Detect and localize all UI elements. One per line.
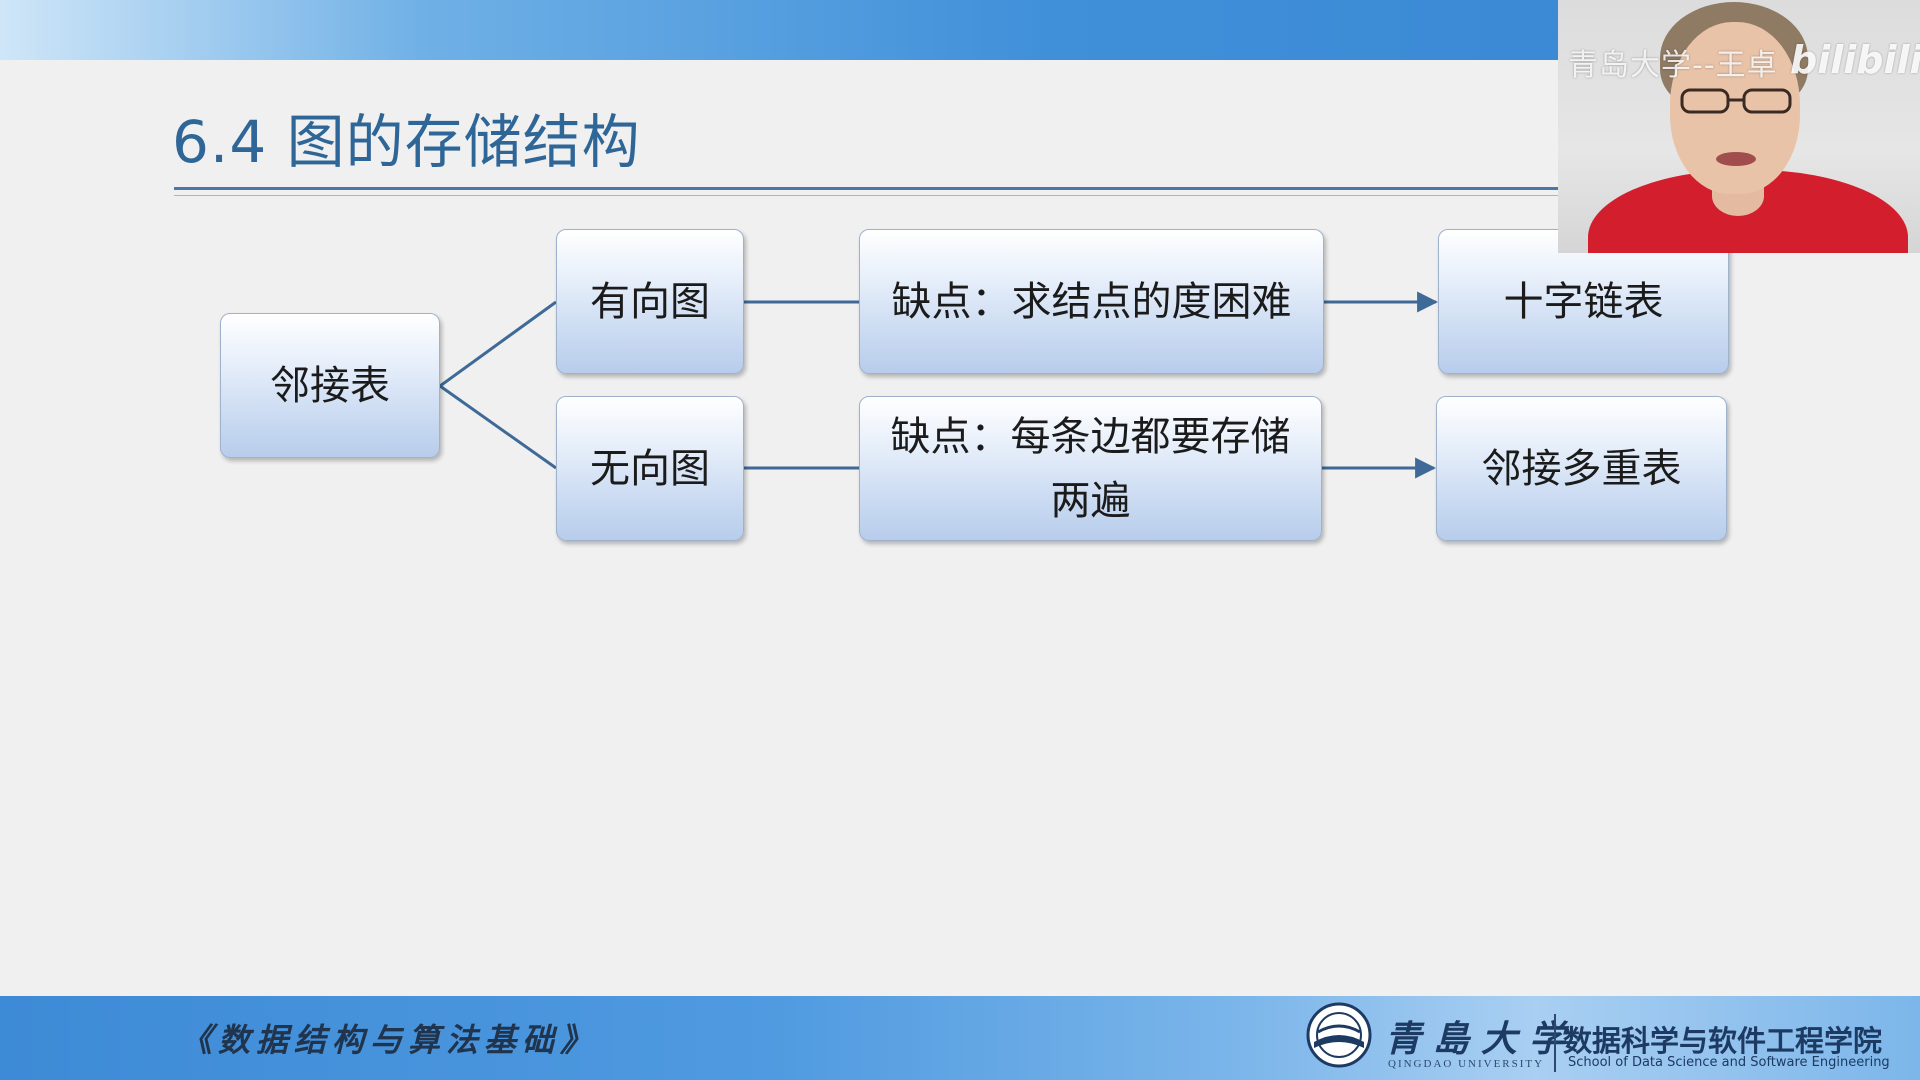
webcam-watermark: 青岛大学--王卓 (1568, 48, 1778, 83)
university-name-cn: 青島大学 (1385, 1018, 1578, 1060)
glasses-icon (1680, 88, 1792, 114)
node-undirected-graph: 无向图 (556, 396, 744, 541)
university-seal-icon (1306, 1002, 1372, 1068)
node-directed-graph: 有向图 (556, 229, 744, 374)
node-orthogonal-list: 十字链表 (1438, 229, 1729, 374)
node-undirected-graph-label: 无向图 (590, 445, 710, 492)
footer-divider (1554, 1014, 1556, 1072)
node-directed-graph-label: 有向图 (590, 278, 710, 325)
node-undirected-drawback-line1: 缺点：每条边都要存储 (890, 413, 1291, 460)
footer-banner (0, 996, 1920, 1080)
presenter-mouth (1716, 152, 1756, 166)
node-undirected-drawback-line2: 两遍 (1050, 477, 1131, 524)
node-undirected-drawback: 缺点：每条边都要存储 两遍 (859, 396, 1322, 541)
school-name-cn: 数据科学与软件工程学院 (1563, 1024, 1883, 1058)
connector-root-to-undirected (439, 384, 557, 470)
node-adjacency-list-label: 邻接表 (270, 362, 390, 409)
school-name-en: School of Data Science and Software Engi… (1568, 1055, 1890, 1070)
node-directed-drawback-label: 缺点：求结点的度困难 (891, 278, 1292, 325)
bilibili-logo: bilibili (1790, 38, 1920, 82)
title-underline-thin (174, 195, 1559, 196)
node-adjacency-list: 邻接表 (220, 313, 440, 458)
university-name-en: QINGDAO UNIVERSITY (1388, 1058, 1545, 1070)
node-orthogonal-list-label: 十字链表 (1503, 278, 1664, 325)
presenter-webcam: 青岛大学--王卓 bilibili (1558, 0, 1920, 253)
title-underline (174, 187, 1559, 190)
node-adjacency-multilist: 邻接多重表 (1436, 396, 1727, 541)
node-adjacency-multilist-label: 邻接多重表 (1481, 445, 1682, 492)
slide-title: 6.4 图的存储结构 (172, 108, 641, 176)
node-directed-drawback: 缺点：求结点的度困难 (859, 229, 1324, 374)
course-title: 《数据结构与算法基础》 (180, 1021, 599, 1059)
connector-root-to-directed (439, 300, 557, 388)
